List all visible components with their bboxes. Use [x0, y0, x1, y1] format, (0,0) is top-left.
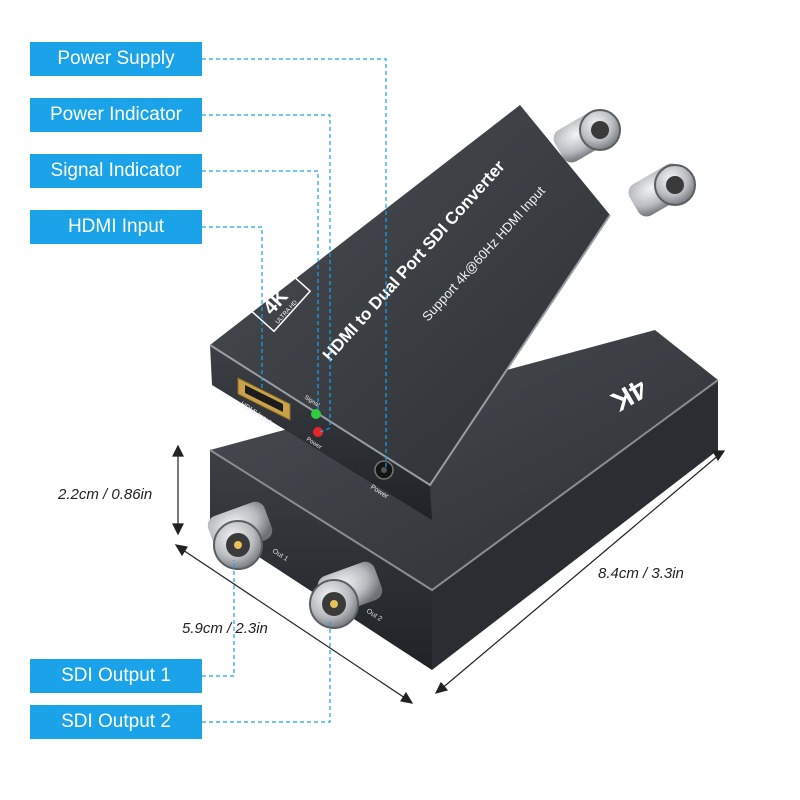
width-arrow [179, 547, 409, 701]
sdi-output-2-line [202, 620, 331, 723]
sdi-output-1-connector [207, 501, 273, 570]
sdi-output-1-line [202, 560, 235, 677]
bottom-converter: 4K Out 1 Out 2 [207, 330, 719, 670]
top-device-top [210, 105, 610, 485]
top-rear-bnc-2 [628, 163, 696, 217]
dimension-arrows [172, 444, 726, 704]
signal-indicator-callout: Signal Indicator [30, 154, 202, 188]
power-indicator-callout: Power Indicator [30, 98, 202, 132]
callout-lines [202, 58, 387, 723]
sdi-output-1-callout: SDI Output 1 [30, 659, 202, 693]
length-dimension-label: 8.4cm / 3.3in [598, 565, 684, 582]
power-indicator-line [202, 114, 331, 433]
hdmi-input-port [237, 377, 291, 421]
bottom-device-side [432, 380, 718, 670]
height-dimension-label: 2.2cm / 0.86in [58, 486, 153, 503]
signal-indicator-line [202, 170, 319, 410]
hdmi-input-callout: HDMI Input [30, 210, 202, 244]
power-led [313, 427, 323, 437]
hdmi-input-line [202, 226, 263, 390]
length-arrow [439, 453, 721, 691]
power-supply-callout: Power Supply [30, 42, 202, 76]
sdi-output-2-callout: SDI Output 2 [30, 705, 202, 739]
bottom-device-top [210, 330, 718, 590]
width-dimension-label: 5.9cm / 2.3in [182, 620, 268, 637]
power-supply-line [202, 58, 387, 468]
bottom-device-front [210, 450, 432, 670]
signal-led [311, 409, 321, 419]
top-rear-bnc-1 [553, 109, 621, 163]
sdi-output-2-connector [309, 561, 383, 629]
